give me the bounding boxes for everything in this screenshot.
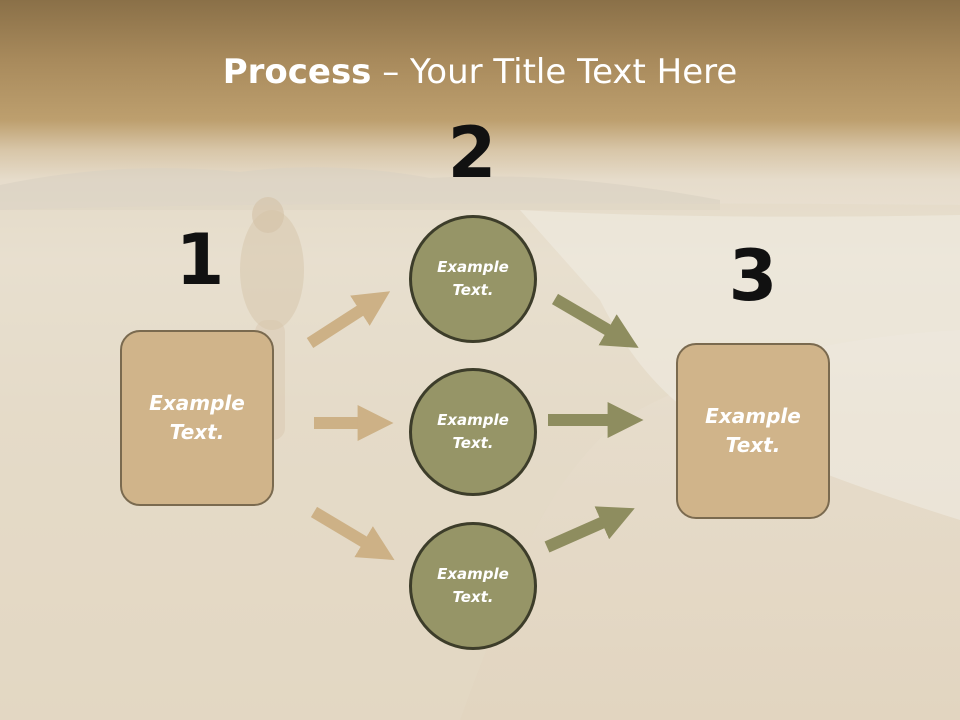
step-2-circle-bottom: Example Text.	[409, 522, 537, 650]
arrow-box1-to-top-circle	[306, 291, 391, 349]
arrow-bottom-circle-to-box3	[544, 506, 635, 553]
title-rest: – Your Title Text Here	[371, 52, 738, 92]
step-2-circle-middle: Example Text.	[409, 368, 537, 496]
slide-title: Process – Your Title Text Here	[0, 52, 960, 92]
step-1-box: Example Text.	[120, 330, 274, 506]
arrow-top-circle-to-box3	[551, 293, 639, 348]
step-number-1: 1	[175, 219, 225, 301]
arrow-box1-to-bottom-circle	[310, 506, 395, 561]
step-3-text: Example Text.	[705, 404, 801, 457]
step-number-2: 2	[447, 112, 497, 194]
step-2-circle-top: Example Text.	[409, 215, 537, 343]
circle-top-text: Example Text.	[437, 258, 509, 299]
step-1-text: Example Text.	[149, 391, 245, 444]
title-bold: Process	[222, 52, 372, 92]
circle-middle-text: Example Text.	[437, 411, 509, 452]
step-3-box: Example Text.	[676, 343, 830, 519]
step-number-3: 3	[728, 235, 778, 317]
circle-bottom-text: Example Text.	[437, 565, 509, 606]
